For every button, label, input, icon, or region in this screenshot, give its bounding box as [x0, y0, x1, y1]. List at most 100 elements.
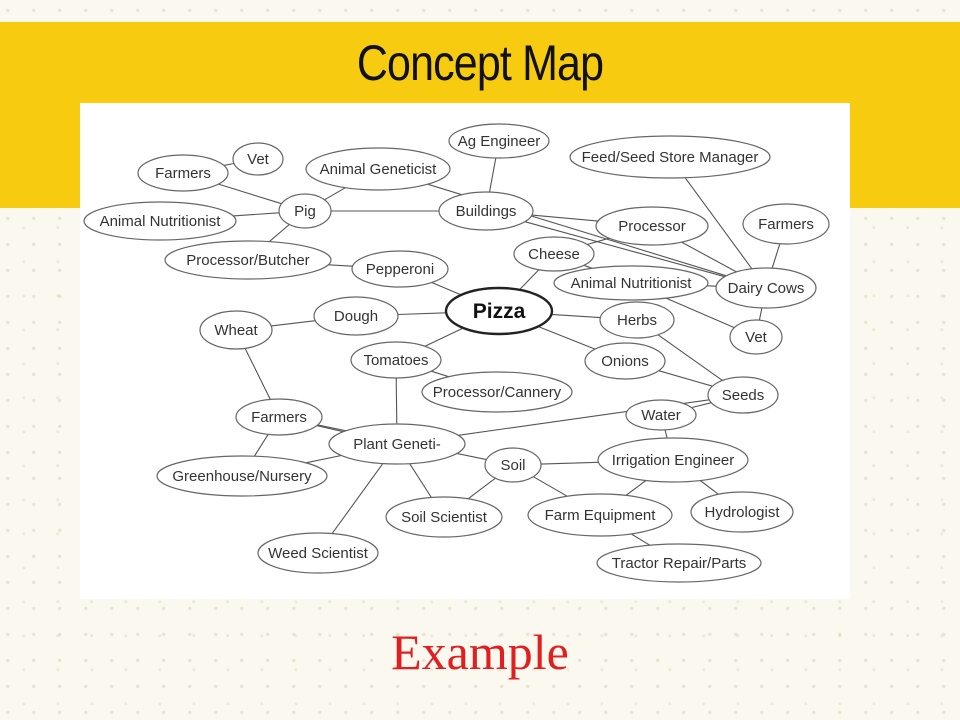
node-farmers-top-label: Farmers — [155, 165, 211, 182]
example-caption: Example — [391, 624, 569, 680]
node-seeds-shape — [707, 376, 779, 414]
node-plant-geneti: Plant Geneti- — [328, 423, 466, 465]
edge-wheat-to-farmers-mid — [244, 348, 271, 400]
node-pig: Pig — [278, 193, 332, 229]
node-vet-right-label: Vet — [745, 329, 768, 346]
node-water: Water — [625, 399, 697, 431]
node-pepperoni-shape — [351, 250, 449, 288]
node-feed-seed-store-manager: Feed/Seed Store Manager — [569, 135, 771, 179]
node-seeds: Seeds — [707, 376, 779, 414]
node-buildings: Buildings — [438, 191, 534, 231]
node-weed-scientist-label: Weed Scientist — [268, 545, 369, 562]
edge-pepperoni-to-processor-butcher — [328, 264, 353, 267]
edge-farmers-right-to-dairy-cows — [771, 243, 781, 269]
node-soil: Soil — [484, 447, 542, 483]
node-weed-scientist-shape — [257, 532, 379, 574]
node-vet-right: Vet — [729, 319, 783, 355]
node-greenhouse-nursery: Greenhouse/Nursery — [156, 455, 328, 497]
node-ag-engineer-shape — [448, 123, 550, 159]
edge-water-to-irrigation-engineer — [664, 429, 668, 439]
node-soil-scientist-label: Soil Scientist — [401, 509, 488, 526]
node-wheat: Wheat — [199, 310, 273, 350]
node-herbs-shape — [599, 301, 675, 339]
node-animal-geneticist: Animal Geneticist — [305, 147, 451, 191]
edge-buildings-to-ag-engineer — [488, 157, 497, 193]
edge-seeds-to-water — [691, 402, 712, 409]
node-pepperoni-label: Pepperoni — [366, 261, 434, 278]
node-cheese: Cheese — [513, 236, 595, 272]
node-pizza-label: Pizza — [473, 300, 526, 323]
edge-pizza-to-herbs — [551, 313, 601, 319]
node-animal-nutritionist-right-shape — [553, 265, 709, 301]
node-pepperoni: Pepperoni — [351, 250, 449, 288]
node-farmers-right: Farmers — [742, 203, 830, 245]
edge-layer — [218, 157, 781, 546]
node-farm-equipment-label: Farm Equipment — [545, 507, 657, 524]
node-feed-seed-store-manager-shape — [569, 135, 771, 179]
node-processor-cannery: Processor/Cannery — [421, 371, 573, 413]
node-irrigation-engineer-shape — [597, 437, 749, 483]
node-tractor-repair-parts-shape — [596, 543, 762, 583]
edge-processor-butcher-to-pig — [269, 224, 290, 243]
node-wheat-label: Wheat — [214, 322, 258, 339]
node-farmers-top: Farmers — [137, 154, 229, 192]
node-animal-geneticist-shape — [305, 147, 451, 191]
node-animal-nutritionist-left-shape — [83, 201, 237, 241]
node-farmers-right-label: Farmers — [758, 216, 814, 233]
edge-tomatoes-to-plant-geneti — [395, 377, 398, 425]
node-plant-geneti-shape — [328, 423, 466, 465]
node-pizza: Pizza — [444, 286, 554, 336]
edge-processor-to-dairy-cows — [681, 241, 737, 273]
node-processor-cannery-label: Processor/Cannery — [433, 384, 562, 401]
node-irrigation-engineer: Irrigation Engineer — [597, 437, 749, 483]
node-tractor-repair-parts: Tractor Repair/Parts — [596, 543, 762, 583]
node-soil-shape — [484, 447, 542, 483]
node-greenhouse-nursery-label: Greenhouse/Nursery — [172, 468, 312, 485]
node-pig-label: Pig — [294, 203, 316, 220]
node-dairy-cows: Dairy Cows — [715, 267, 817, 309]
node-dough-label: Dough — [334, 308, 378, 325]
node-cheese-shape — [513, 236, 595, 272]
edge-farmers-mid-to-greenhouse-nursery — [253, 434, 269, 457]
edge-animal-nutritionist-right-to-vet-right — [665, 297, 735, 329]
edge-plant-geneti-to-weed-scientist — [331, 463, 384, 534]
node-processor-cannery-shape — [421, 371, 573, 413]
edge-herbs-to-seeds — [657, 334, 723, 381]
node-cheese-label: Cheese — [528, 246, 580, 263]
node-onions: Onions — [584, 342, 666, 380]
node-animal-nutritionist-left: Animal Nutritionist — [83, 201, 237, 241]
node-vet-top: Vet — [232, 142, 284, 176]
edge-soil-to-farm-equipment — [533, 476, 568, 497]
node-dough-shape — [313, 296, 399, 336]
node-farmers-right-shape — [742, 203, 830, 245]
node-farm-equipment: Farm Equipment — [527, 493, 673, 537]
node-processor-label: Processor — [618, 218, 686, 235]
node-buildings-shape — [438, 191, 534, 231]
edge-buildings-to-dairy-cows — [524, 221, 725, 278]
node-vet-top-label: Vet — [247, 151, 270, 168]
node-vet-right-shape — [729, 319, 783, 355]
node-onions-shape — [584, 342, 666, 380]
node-herbs-label: Herbs — [617, 312, 657, 329]
node-water-shape — [625, 399, 697, 431]
node-farmers-mid-label: Farmers — [251, 409, 307, 426]
node-plant-geneti-label: Plant Geneti- — [353, 436, 441, 453]
node-farm-equipment-shape — [527, 493, 673, 537]
node-processor-butcher: Processor/Butcher — [164, 240, 332, 280]
node-tomatoes-shape — [350, 341, 442, 379]
node-buildings-label: Buildings — [456, 203, 517, 220]
node-ag-engineer: Ag Engineer — [448, 123, 550, 159]
edge-tomatoes-to-processor-cannery — [431, 370, 449, 378]
edge-irrigation-engineer-to-farm-equipment — [625, 480, 647, 496]
slide-title: Concept Map — [356, 35, 604, 91]
node-hydrologist-shape — [690, 491, 794, 533]
node-animal-nutritionist-right: Animal Nutritionist — [553, 265, 709, 301]
node-onions-label: Onions — [601, 353, 649, 370]
node-water-label: Water — [641, 407, 680, 424]
edge-pig-to-animal-geneticist — [324, 187, 346, 201]
edge-irrigation-engineer-to-hydrologist — [699, 480, 719, 495]
edge-onions-to-seeds — [658, 370, 713, 387]
